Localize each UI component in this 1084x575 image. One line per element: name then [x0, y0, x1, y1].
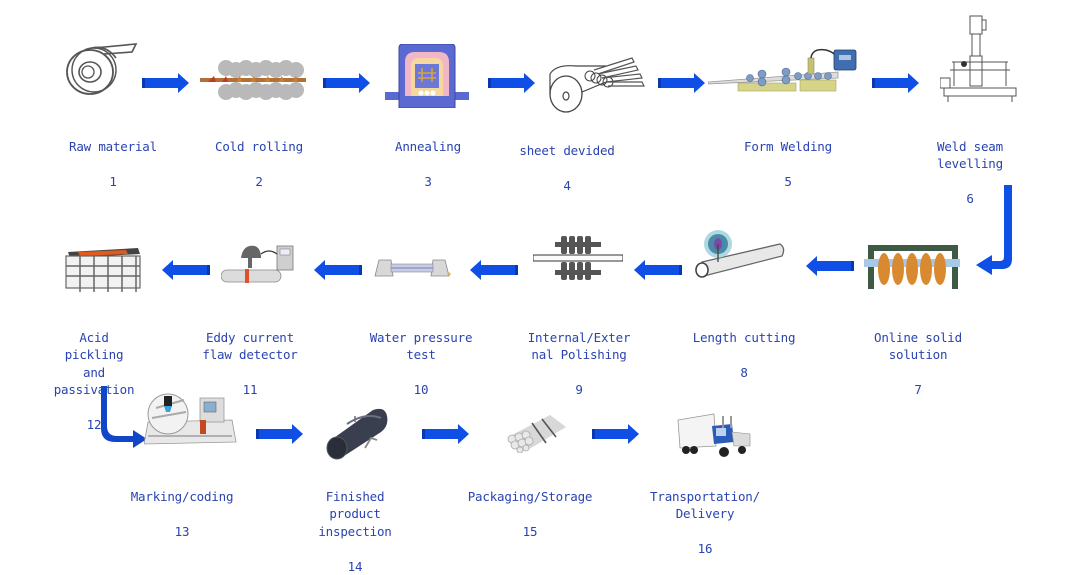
truck-icon [676, 412, 752, 462]
step-9-label: Internal/Exter nal Polishing 9 [522, 311, 636, 399]
forming-welding-machine-icon [708, 44, 858, 94]
step-4-label: sheet devided 4 [508, 124, 626, 194]
step-number: 10 [413, 382, 429, 397]
arrow-right-icon [142, 73, 190, 93]
step-number: 11 [242, 382, 258, 397]
step-label-text: Length cutting [692, 329, 796, 345]
step-number: 4 [563, 177, 571, 193]
arrow-right-icon [422, 424, 470, 444]
arrow-right-icon [658, 73, 706, 93]
arrow-right-icon [872, 73, 920, 93]
step-number: 7 [914, 382, 922, 397]
step-number: 9 [575, 382, 583, 397]
marking-machine-icon [144, 392, 240, 448]
solution-furnace-icon [864, 245, 960, 291]
step-14-label: Finished product inspection 14 [300, 470, 410, 575]
arrow-left-icon [162, 260, 210, 280]
step-label-text: Online solid solution [874, 329, 962, 363]
step-label-text: Finished product inspection [318, 488, 392, 539]
step-1-label: Raw material 1 [52, 120, 174, 190]
step-number: 2 [255, 173, 263, 189]
step-label-text: Acid pickling and passivation [53, 329, 135, 398]
steel-coil-icon [64, 40, 138, 96]
step-label-text: Raw material [69, 138, 157, 154]
step-8-label: Length cutting 8 [686, 311, 802, 381]
step-number: 12 [86, 417, 102, 432]
step-11-label: Eddy current flaw detector 11 [198, 311, 302, 399]
step-2-label: Cold rolling 2 [196, 120, 322, 190]
step-10-label: Water pressure test 10 [362, 311, 480, 399]
arrow-right-icon [592, 424, 640, 444]
step-number: 13 [174, 523, 190, 539]
hydro-test-machine-icon [373, 256, 451, 280]
arrow-bend-down-right-icon [101, 386, 147, 450]
arrow-left-icon [470, 260, 518, 280]
pickling-tank-icon [62, 244, 144, 292]
step-number: 16 [697, 541, 713, 556]
polishing-machine-icon [533, 236, 623, 282]
step-7-label: Online solid solution 7 [860, 311, 976, 399]
step-5-label: Form Welding 5 [730, 120, 846, 190]
step-label-text: Annealing [395, 138, 461, 154]
step-number: 3 [424, 173, 432, 189]
step-label-text: Cold rolling [215, 138, 303, 154]
arrow-left-icon [314, 260, 362, 280]
weld-levelling-machine-icon [940, 14, 1020, 102]
step-label-text: Packaging/Storage [467, 488, 593, 504]
slitting-machine-icon [546, 52, 646, 114]
finished-pipe-icon [325, 404, 391, 460]
step-number: 8 [740, 364, 748, 380]
cutting-saw-icon [690, 228, 786, 280]
step-13-label: Marking/coding 13 [124, 470, 240, 540]
step-label-text: Eddy current flaw detector [202, 329, 298, 363]
arrow-right-icon [488, 73, 536, 93]
step-label-text: Form Welding [744, 138, 832, 154]
step-label-text: Transportation/ Delivery [650, 488, 760, 522]
step-label-text: sheet devided [519, 142, 615, 158]
step-label-text: Internal/Exter nal Polishing [527, 329, 631, 363]
step-16-label: Transportation/ Delivery 16 [646, 470, 764, 558]
arrow-bend-down-left-icon [974, 185, 1014, 275]
arrow-left-icon [634, 260, 682, 280]
step-number: 1 [109, 173, 117, 189]
step-number: 14 [347, 558, 363, 574]
arrow-left-icon [806, 256, 854, 276]
step-6-label: Weld seam levelling 6 [924, 120, 1016, 208]
step-label-text: Marking/coding [130, 488, 234, 504]
step-number: 6 [966, 191, 974, 206]
annealing-furnace-icon [385, 44, 469, 108]
step-label-text: Weld seam levelling [937, 138, 1003, 172]
step-label-text: Water pressure test [369, 329, 473, 363]
arrow-right-icon [256, 424, 304, 444]
eddy-current-detector-icon [221, 244, 295, 284]
pipe-bundle-icon [504, 413, 568, 453]
step-15-label: Packaging/Storage 15 [460, 470, 600, 540]
cold-rolling-mill-icon [200, 58, 306, 104]
step-number: 5 [784, 173, 792, 189]
step-3-label: Annealing 3 [388, 120, 468, 190]
step-number: 15 [522, 523, 538, 539]
arrow-right-icon [323, 73, 371, 93]
step-12-label: Acid pickling and passivation 12 [44, 311, 144, 434]
